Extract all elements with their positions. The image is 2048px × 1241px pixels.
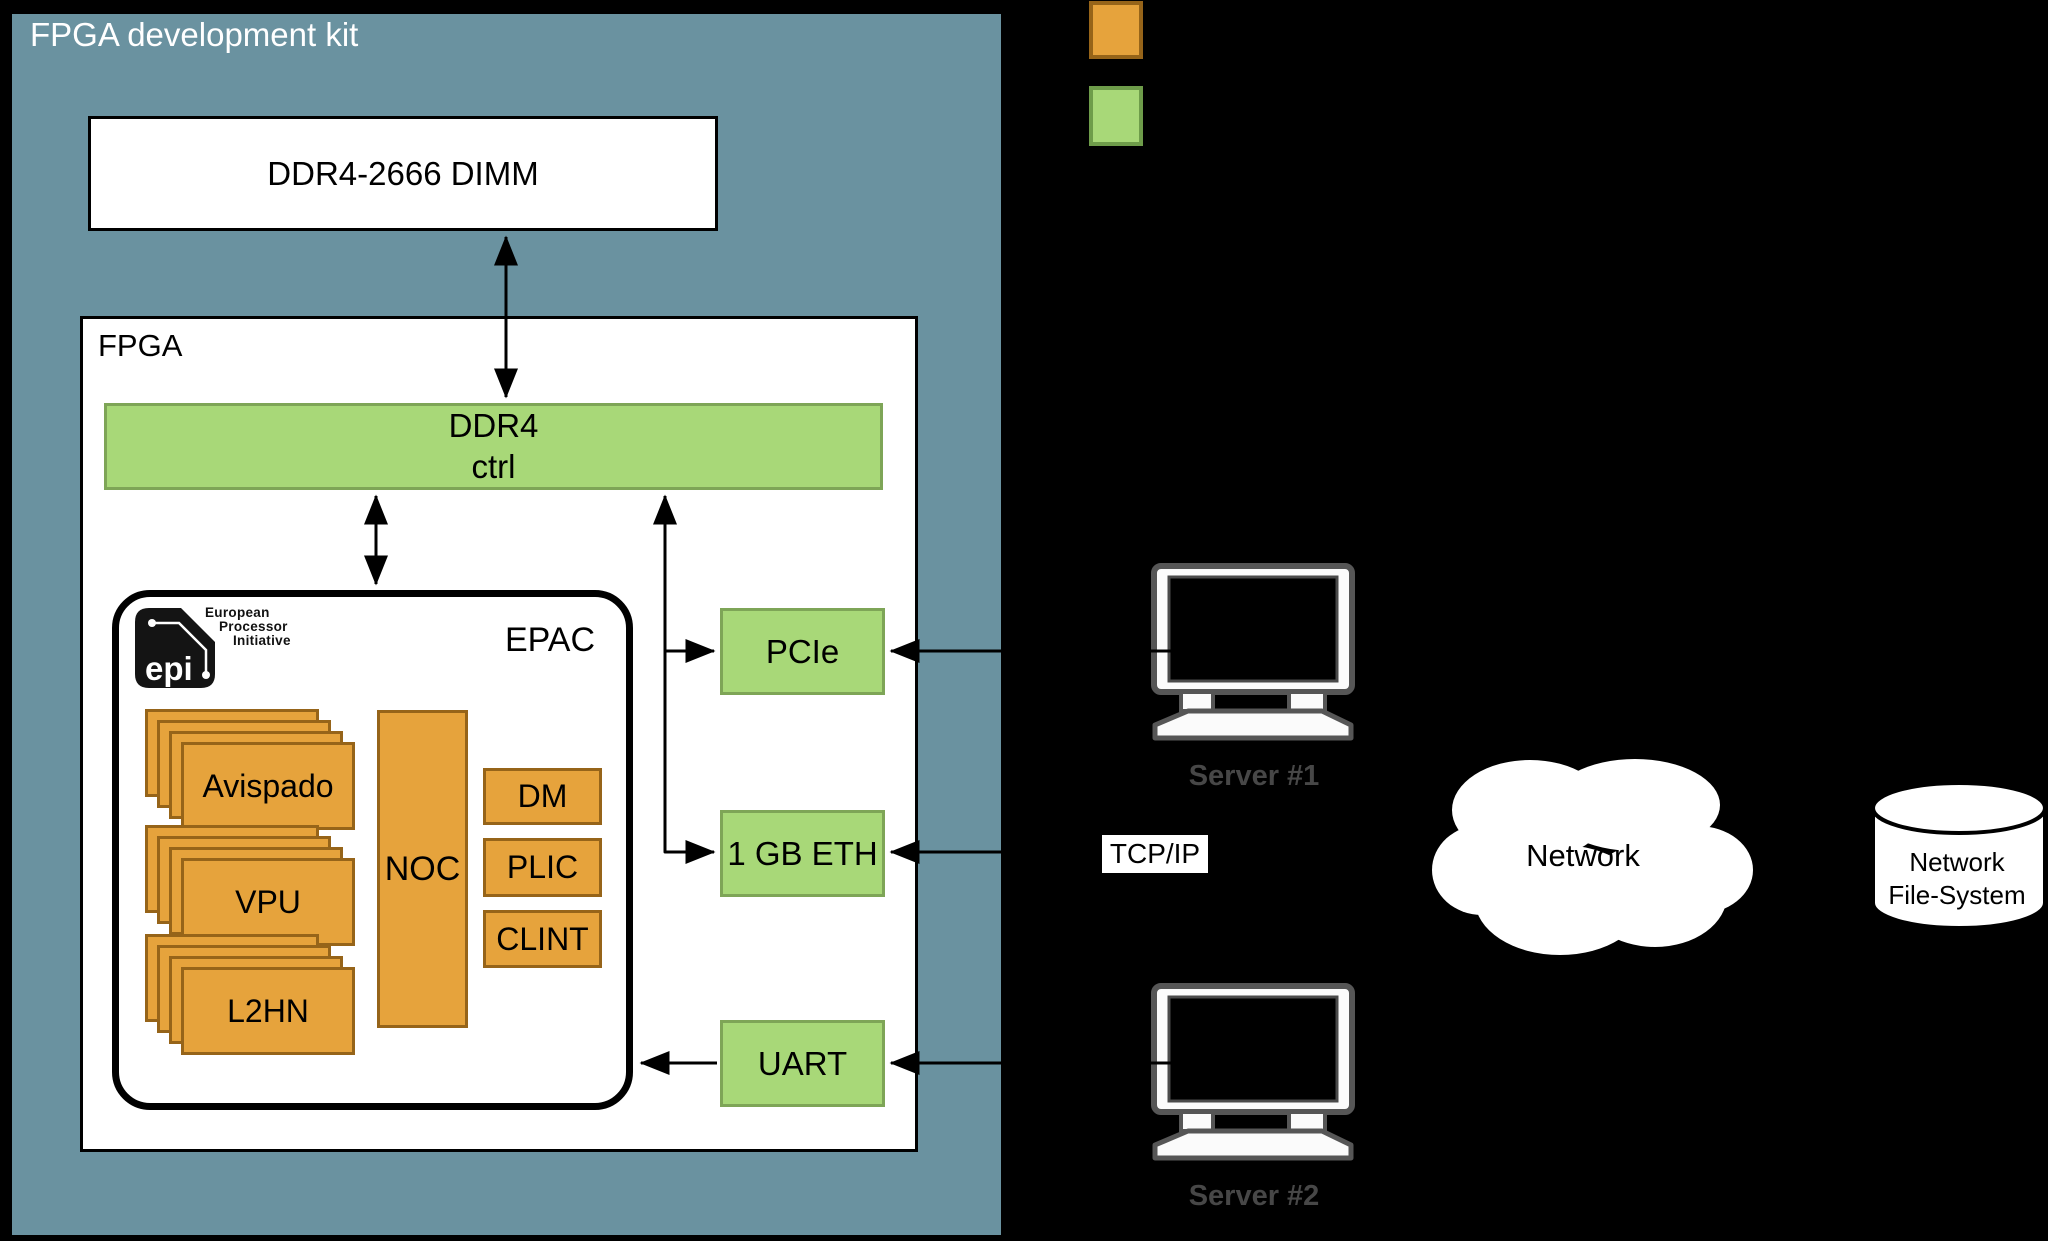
server2-label: Server #2 [1188, 1180, 1320, 1212]
plic-box: PLIC [483, 838, 602, 897]
svg-text:epi: epi [145, 650, 193, 687]
noc-box: NOC [377, 710, 468, 1028]
eth-box: 1 GB ETH [720, 810, 885, 897]
avispado-box: Avispado [181, 742, 355, 830]
uart-box: UART [720, 1020, 885, 1107]
ddr4-ctrl-box: DDR4 ctrl [104, 403, 883, 490]
clint-box: CLINT [483, 910, 602, 968]
nfs-label: Network File-System [1857, 846, 2048, 912]
ddr4-ctrl-line2: ctrl [471, 447, 516, 485]
tcpip-label: TCP/IP [1102, 835, 1208, 873]
database-cylinder-icon [1871, 780, 2047, 931]
nfs-label-line1: Network [1909, 847, 2005, 877]
fpga-label: FPGA [98, 328, 183, 363]
network-cloud-icon [1432, 759, 1753, 955]
pcie-box: PCIe [720, 608, 885, 695]
server-monitor-icon [1151, 983, 1355, 1161]
nfs-label-line2: File-System [1888, 880, 2026, 910]
vpu-box: VPU [181, 858, 355, 946]
epi-word-2: Processor [219, 619, 288, 634]
epac-label: EPAC [504, 620, 596, 659]
network-cloud-label: Network [1526, 838, 1640, 873]
epi-word-3: Initiative [233, 633, 291, 648]
legend-green-swatch [1089, 86, 1143, 146]
ddr4-dimm-box: DDR4-2666 DIMM [88, 116, 718, 231]
epi-logo-wordmark: European Processor Initiative [205, 606, 291, 648]
ddr4-ctrl-line1: DDR4 [448, 407, 539, 445]
server-monitor-icon [1151, 563, 1355, 741]
server1-label: Server #1 [1188, 760, 1320, 792]
board-title: FPGA development kit [30, 16, 359, 53]
legend-orange-swatch [1089, 1, 1143, 59]
epi-logo-icon: epi [135, 608, 215, 688]
l2hn-box: L2HN [181, 967, 355, 1055]
dm-box: DM [483, 768, 602, 825]
epi-word-1: European [205, 605, 270, 620]
